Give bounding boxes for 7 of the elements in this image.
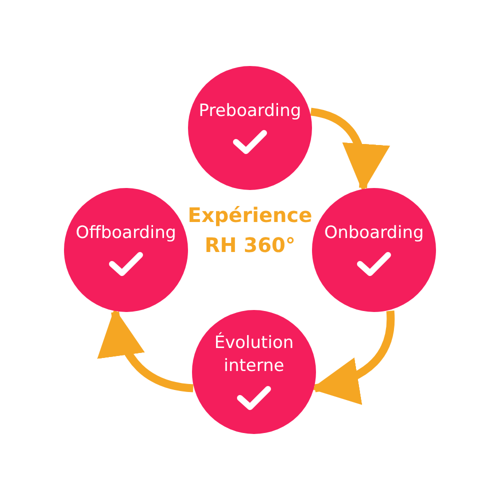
stage-label: Preboarding [198,100,302,122]
stage-label: Onboarding [324,222,424,244]
curved-arrow [310,108,389,192]
stage-label: Évolution interne [213,332,295,378]
curved-arrow [99,308,194,392]
stage-label: Offboarding [76,222,176,244]
center-label: Expérience RH 360° [186,202,314,259]
